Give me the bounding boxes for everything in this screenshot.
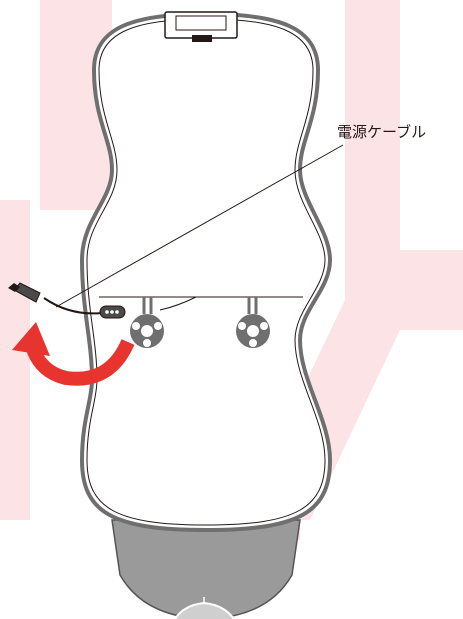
seat-base	[111, 519, 301, 619]
node-hole	[143, 339, 151, 347]
seat-cushion-inner-outline	[86, 18, 326, 526]
arrow-head	[12, 322, 50, 356]
massage-node-left	[130, 297, 164, 348]
plug-tip	[8, 283, 20, 292]
handle-opening	[175, 15, 227, 31]
node-hub	[141, 325, 153, 337]
callout-label-power-cable: 電源ケーブル	[337, 123, 426, 141]
node-hole	[238, 322, 246, 330]
socket-pin	[105, 310, 109, 314]
socket-pin	[115, 310, 119, 314]
massage-node-right	[236, 297, 270, 348]
seat-handle	[164, 11, 238, 42]
handle-buckle	[192, 35, 212, 42]
node-hole	[249, 339, 257, 347]
plug-connector-icon	[8, 282, 41, 303]
seat-cushion-outline	[79, 11, 333, 533]
cable-wire	[43, 297, 103, 315]
internal-wire	[159, 296, 197, 311]
power-cable	[8, 282, 126, 319]
callout-leader-line	[55, 144, 344, 308]
arrow-shaft	[25, 339, 135, 386]
plug-body	[13, 282, 41, 303]
watermark-block-edge	[0, 200, 30, 520]
node-hole	[132, 322, 140, 330]
node-hub	[247, 325, 259, 337]
curved-rotation-arrow-icon	[12, 322, 135, 386]
socket-pin	[110, 310, 114, 314]
node-hole	[260, 322, 268, 330]
node-hole	[154, 322, 162, 330]
watermark-block-right	[240, 0, 463, 520]
